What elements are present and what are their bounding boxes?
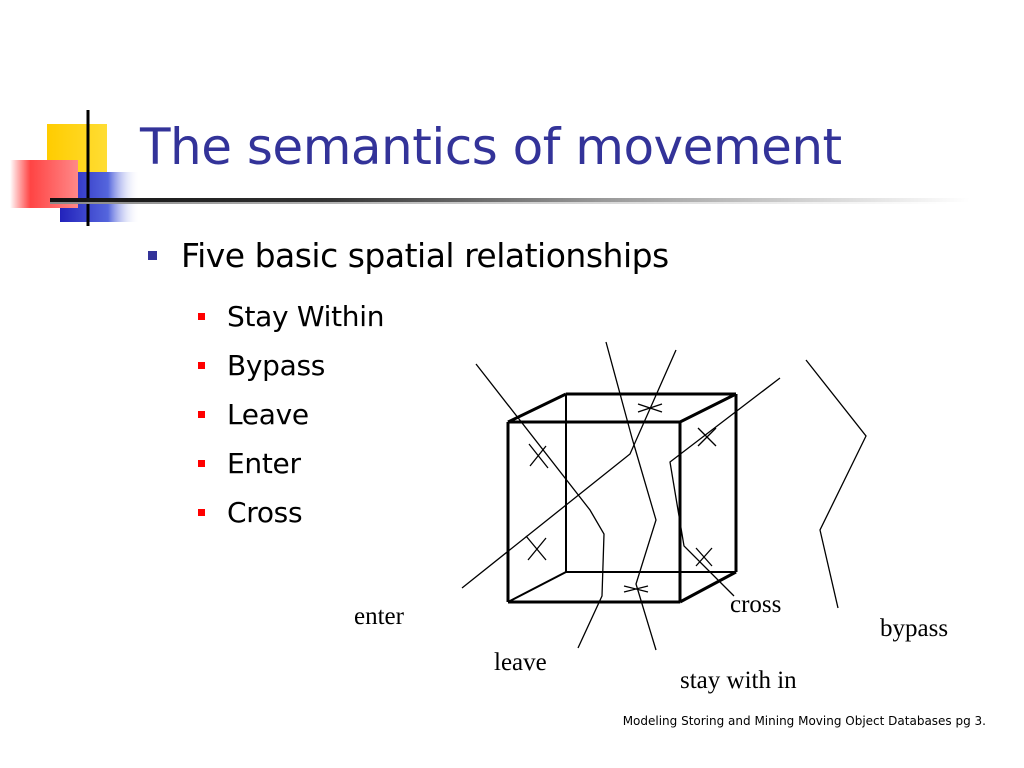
cross-trajectory [669, 377, 781, 597]
bullet-square-icon [148, 251, 157, 260]
sub-bullet-square-icon [198, 313, 205, 320]
cube-edge [679, 392, 737, 424]
leave-trajectory [475, 363, 605, 649]
cube [506, 392, 738, 604]
sub-bullet-square-icon [198, 460, 205, 467]
stay-within-label: stay with in [680, 667, 797, 694]
decorative-corner [10, 110, 140, 226]
bypass-label: bypass [880, 615, 948, 642]
sub-bullet-item: Cross [198, 488, 384, 537]
crossing-mark [623, 585, 649, 593]
enter-label: enter [354, 603, 405, 630]
sub-bullet-square-icon [198, 411, 205, 418]
crossing-mark [529, 445, 547, 467]
leave-label: leave [494, 649, 547, 676]
sub-bullet-text: Leave [227, 398, 309, 431]
bullet-text: Five basic spatial relationships [181, 236, 669, 275]
sub-bullet-square-icon [198, 509, 205, 516]
slide-footer: Modeling Storing and Mining Moving Objec… [622, 714, 986, 728]
sub-bullet-item: Leave [198, 390, 384, 439]
crossing-mark [637, 403, 663, 413]
crossing-mark [695, 547, 713, 567]
sub-bullet-text: Stay Within [227, 300, 385, 333]
stay-within-trajectory [605, 341, 657, 651]
sub-bullet-item: Enter [198, 439, 384, 488]
bullet-list: Five basic spatial relationships Stay Wi… [148, 236, 669, 529]
trajectories [461, 341, 867, 651]
sub-bullet-item: Stay Within [198, 292, 384, 341]
bullet-item: Five basic spatial relationships [148, 236, 669, 275]
slide-title: The semantics of movement [140, 118, 842, 176]
sub-bullet-item: Bypass [198, 341, 384, 390]
cross-label: cross [730, 591, 781, 618]
cube-edge [507, 392, 567, 424]
bypass-trajectory [805, 359, 867, 609]
sub-bullet-text: Bypass [227, 349, 326, 382]
crossing-mark [697, 427, 717, 447]
sub-bullet-square-icon [198, 362, 205, 369]
title-underline [50, 198, 970, 202]
enter-trajectory [461, 349, 677, 589]
movement-diagram: enter leave cross bypass stay with in [354, 341, 948, 694]
cube-edge [507, 571, 567, 603]
crossing-mark [525, 535, 547, 561]
sub-bullet-list: Stay Within Bypass Leave Enter Cross [198, 292, 384, 537]
sub-bullet-text: Enter [227, 447, 301, 480]
cube-edge [679, 570, 737, 604]
sub-bullet-text: Cross [227, 496, 303, 529]
crossing-mark [527, 537, 547, 561]
title-underline-shadow [50, 202, 950, 204]
